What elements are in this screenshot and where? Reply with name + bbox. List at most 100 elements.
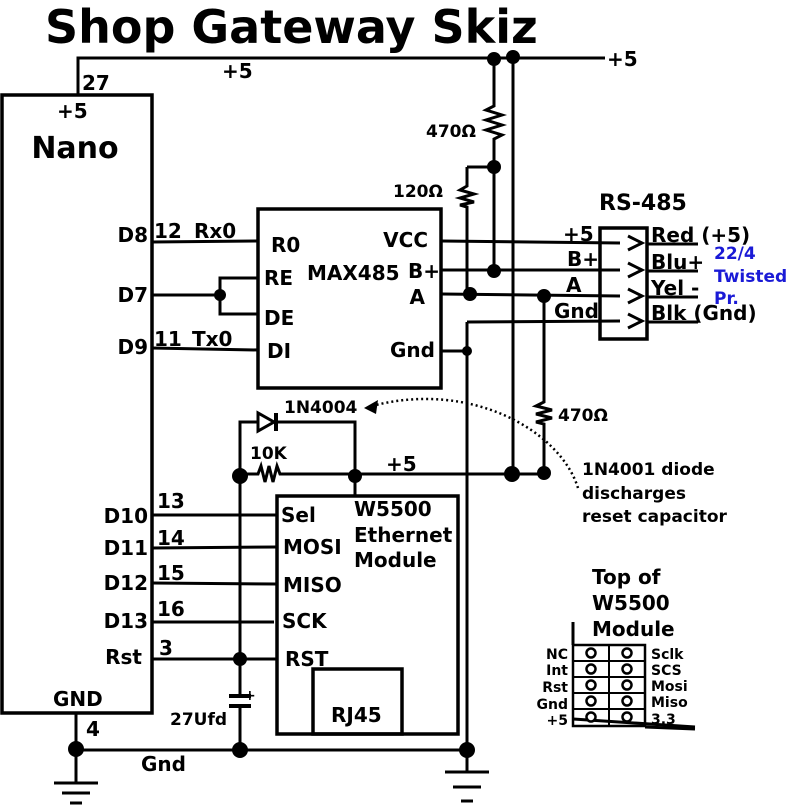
- max485-pin-de: DE: [264, 306, 294, 330]
- nano-gnd-pin: 4: [86, 717, 100, 741]
- w5500-name-line-1: W5500: [354, 497, 432, 521]
- rs485-title: RS-485: [599, 191, 687, 216]
- max485-pin-r0: R0: [271, 233, 300, 257]
- header-right-mosi: Mosi: [651, 679, 688, 695]
- resistor-symbols: [255, 100, 553, 483]
- net-label-rx0: Rx0: [194, 219, 236, 243]
- ground-symbol-left: [54, 781, 98, 805]
- wire-d11-mosi: [151, 545, 278, 550]
- header-pin-hole: [585, 663, 597, 675]
- plus5-mid-label: +5: [386, 452, 417, 476]
- w5500-pin-miso: MISO: [283, 573, 342, 597]
- junction-dot: [459, 742, 475, 758]
- max485-pin-vcc: VCC: [383, 228, 428, 252]
- rs485-wire-yel: Yel -: [650, 276, 699, 300]
- nano-pin-num-d13: 16: [157, 597, 185, 621]
- resistor-470-bottom-symbol: [531, 398, 553, 426]
- w5500-name-line-2: Ethernet: [354, 523, 453, 547]
- junction-dot: [504, 466, 520, 482]
- nano-pin-num-d12: 15: [157, 561, 185, 585]
- max485-pin-b: B+: [408, 259, 440, 283]
- w5500-name-line-3: Module: [354, 548, 437, 572]
- nano-pin-d9: D9: [117, 335, 148, 359]
- max485-chip: MAX485 R0 RE DE DI VCC B+ A Gnd: [256, 207, 443, 390]
- junction-dot: [487, 52, 501, 66]
- junction-dot: [463, 287, 477, 301]
- diode-note-arrowhead: [364, 400, 378, 414]
- diode-note-line-2: discharges: [582, 484, 686, 504]
- max485-pin-a: A: [410, 285, 426, 309]
- diode-label: 1N4004: [284, 398, 358, 418]
- capacitor-symbol: [229, 694, 251, 708]
- w5500-pin-mosi: MOSI: [283, 535, 342, 559]
- max485-name: MAX485: [307, 261, 400, 285]
- rs485-pin-arrow: [627, 287, 646, 305]
- header-left-int: Int: [546, 663, 568, 679]
- rs485-body: [598, 226, 649, 341]
- rs485-pin-arrow: [627, 312, 646, 330]
- resistor-120-symbol: [454, 182, 480, 210]
- header-right-3v3: 3.3: [651, 712, 676, 728]
- cable-note-line-2: Twisted: [714, 267, 787, 287]
- r470-top-label: 470Ω: [426, 122, 476, 142]
- wire-d8-r0: [151, 239, 259, 244]
- w5500-pin-rst: RST: [285, 647, 329, 671]
- rj45-label: RJ45: [331, 703, 382, 727]
- header-title-line-3: Module: [592, 617, 675, 641]
- wire-gnd-rail: [74, 713, 467, 752]
- junction-dot: [214, 289, 226, 301]
- rs485-wire-red: Red (+5): [651, 223, 750, 247]
- plus5-right-label: +5: [607, 47, 638, 71]
- header-pin-hole: [585, 679, 597, 691]
- header-right-sclk: Sclk: [651, 647, 684, 663]
- junction-dot: [233, 652, 247, 666]
- rj45-jack: [311, 667, 404, 736]
- junction-dot: [232, 468, 248, 484]
- nano-pin-num-d9: 11: [154, 327, 182, 351]
- header-pin-hole: [621, 695, 633, 707]
- cable-note-line-1: 22/4: [714, 244, 756, 264]
- gnd-rail-label: Gnd: [141, 752, 186, 776]
- wire-plus5-rail: [76, 56, 605, 95]
- rs485-wire-blu: Blu+: [651, 250, 704, 274]
- header-left-nc: NC: [546, 647, 568, 663]
- header-pin-hole: [621, 663, 633, 675]
- r470-bottom-label: 470Ω: [558, 406, 608, 426]
- r120-label: 120Ω: [393, 182, 443, 202]
- nano-vin-pin: 27: [82, 71, 110, 95]
- nano-pin-num-rst: 3: [159, 636, 173, 660]
- header-pin-hole: [585, 711, 597, 723]
- junction-dot: [537, 466, 551, 480]
- net-label-tx0: Tx0: [192, 327, 232, 351]
- nano-pin-d12: D12: [104, 571, 148, 595]
- header-pin-hole: [621, 711, 633, 723]
- nano-pin-d10: D10: [104, 504, 148, 528]
- nano-pin-num-d11: 14: [157, 526, 185, 550]
- rs485-connector: RS-485 +5 B+ A Gnd Red (+5) Blu+ Yel - B…: [554, 191, 787, 341]
- junction-dot: [68, 741, 84, 757]
- junction-dot: [506, 50, 520, 64]
- header-title-line-1: Top of: [592, 565, 661, 589]
- junction-dot: [232, 742, 248, 758]
- header-title-line-2: W5500: [592, 591, 670, 615]
- max485-pin-re: RE: [264, 266, 293, 290]
- resistor-10k-symbol: [255, 460, 283, 483]
- junction-dot: [487, 264, 501, 278]
- header-pin-hole: [585, 695, 597, 707]
- diode-note-line-3: reset capacitor: [582, 507, 728, 527]
- diagram-title: Shop Gateway Skiz: [45, 0, 538, 54]
- rs485-wire-blk: Blk (Gnd): [651, 301, 757, 325]
- junction-dot: [487, 160, 501, 174]
- header-pin-hole: [585, 647, 597, 659]
- wire-diode-right: [278, 420, 357, 496]
- header-right-scs: SCS: [651, 663, 682, 679]
- nano-module: Nano +5 27 GND 4 D8 12 Rx0 D7 D9 11 Tx0 …: [0, 71, 236, 741]
- max485-pin-di: DI: [267, 339, 291, 363]
- header-left-gnd: Gnd: [537, 697, 568, 713]
- w5500-header-pinout: Top of W5500 Module NC Int Rst Gnd +5 Sc…: [537, 565, 696, 731]
- w5500-pin-sel: Sel: [281, 503, 316, 527]
- header-right-miso: Miso: [651, 695, 688, 711]
- nano-pin-d13: D13: [104, 609, 148, 633]
- header-left-rst: Rst: [542, 680, 568, 696]
- nano-pin-d11: D11: [104, 536, 148, 560]
